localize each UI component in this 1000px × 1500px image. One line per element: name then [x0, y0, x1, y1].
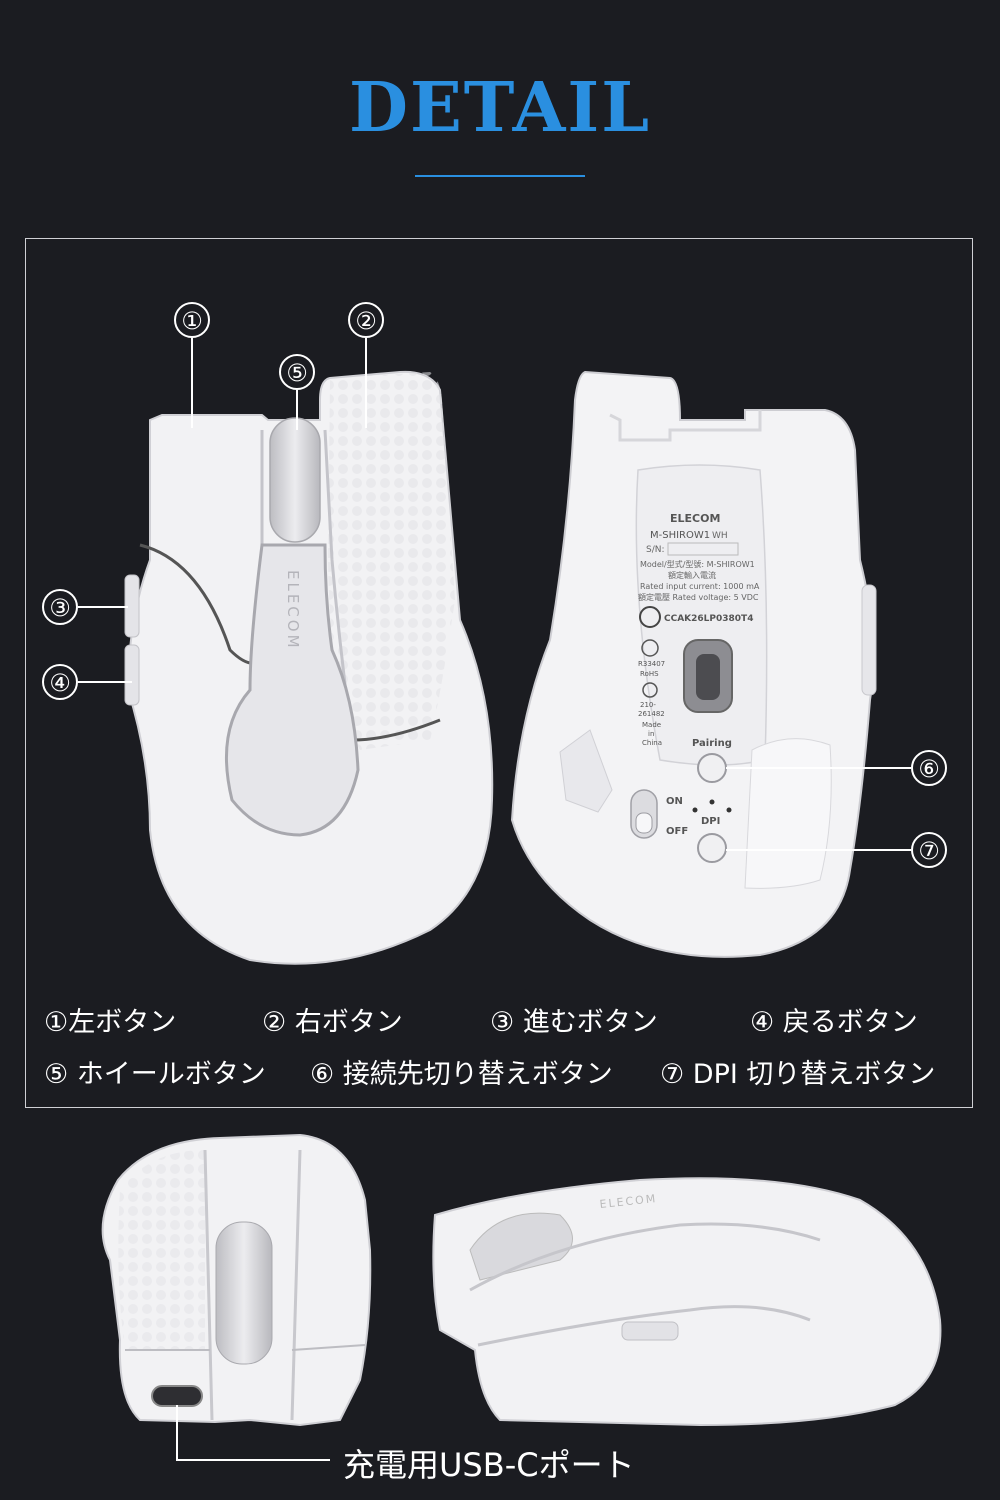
- on-label: ON: [666, 796, 683, 807]
- mouse-foot: [559, 729, 613, 813]
- mouse-foot-right: [744, 738, 832, 889]
- page-title: DETAIL: [348, 68, 652, 148]
- callout-2: ②: [355, 307, 377, 335]
- spec-line-3: Rated input current: 1000 mA: [640, 582, 760, 591]
- right-button-texture: [328, 372, 455, 750]
- side-wheel: [469, 1212, 573, 1281]
- side-body: [432, 1177, 942, 1427]
- side-buttons-edge: [861, 584, 877, 696]
- legend-pairing-button: ⑥ 接続先切り替えボタン: [310, 1059, 613, 1090]
- usb-c-port: [151, 1385, 203, 1407]
- cert-rohs: RoHS: [640, 670, 659, 678]
- side-brand-label: ELECOM: [599, 1192, 658, 1211]
- spec-line-2: 額定輸入電流: [668, 570, 716, 580]
- callout-3: ③: [49, 594, 71, 622]
- cert-code: CCAK26LP0380T4: [664, 614, 753, 624]
- callout-7: ⑦: [918, 837, 940, 865]
- made-in-2: in: [648, 730, 654, 738]
- mouse-top-view: ELECOM: [124, 370, 494, 965]
- mouse-side-view: ELECOM: [432, 1177, 942, 1427]
- scroll-wheel: [269, 417, 321, 543]
- pairing-button[interactable]: [697, 753, 727, 783]
- bottom-brand-label: ELECOM: [670, 512, 720, 525]
- legend-dpi-button: ⑦ DPI 切り替えボタン: [660, 1059, 936, 1090]
- side-buttons: [621, 1321, 679, 1341]
- tele-mark-icon: [641, 639, 659, 657]
- model-label: M-SHIROW1: [650, 530, 710, 541]
- detail-panel: [25, 238, 973, 1108]
- off-label: OFF: [666, 826, 688, 837]
- callout-5: ⑤: [286, 359, 308, 387]
- made-in-1: Made: [642, 721, 661, 729]
- legend-forward-button: ③ 進むボタン: [490, 1007, 658, 1038]
- serial-label: S/N:: [646, 545, 665, 555]
- legend-back-button: ④ 戻るボタン: [750, 1007, 918, 1038]
- cert-num-1: 210-: [640, 701, 656, 709]
- callout-6: ⑥: [918, 755, 940, 783]
- giteki-icon: [642, 682, 658, 698]
- made-in-3: China: [642, 739, 662, 747]
- legend-right-button: ② 右ボタン: [262, 1007, 403, 1038]
- pairing-label: Pairing: [692, 738, 732, 749]
- legend-row-1: ①左ボタン ② 右ボタン ③ 進むボタン ④ 戻るボタン: [44, 1000, 964, 1040]
- cert-logo-icon: [639, 606, 661, 628]
- callouts: ① ② ⑤ ③ ④ ⑥ ⑦: [42, 302, 947, 868]
- top-brand-label: ELECOM: [284, 570, 302, 651]
- spec-line-4: 額定電壓 Rated voltage: 5 VDC: [638, 592, 759, 602]
- dpi-label: DPI: [701, 816, 720, 827]
- front-wheel: [215, 1221, 273, 1365]
- callout-4: ④: [49, 669, 71, 697]
- legend-left-button: ①左ボタン: [44, 1007, 177, 1038]
- cert-num-2: 261482: [638, 710, 665, 718]
- usb-port-caption: 充電用USB-Cポート: [343, 1446, 635, 1484]
- mouse-bottom-view: ELECOM M-SHIROW1 WH S/N: Model/型式/型號: M-…: [510, 370, 877, 958]
- model-suffix: WH: [712, 531, 728, 541]
- spec-line-1: Model/型式/型號: M-SHIROW1: [640, 559, 755, 569]
- dpi-button[interactable]: [697, 833, 727, 863]
- title-underline: [415, 175, 585, 177]
- mouse-front-view: [101, 1133, 372, 1461]
- legend-row-2: ⑤ ホイールボタン ⑥ 接続先切り替えボタン ⑦ DPI 切り替えボタン: [44, 1052, 964, 1092]
- callout-1: ①: [181, 307, 203, 335]
- back-side-button: [124, 644, 140, 706]
- palm-recess: [225, 543, 360, 837]
- legend-wheel-button: ⑤ ホイールボタン: [44, 1059, 266, 1090]
- cert-r: R33407: [638, 660, 665, 668]
